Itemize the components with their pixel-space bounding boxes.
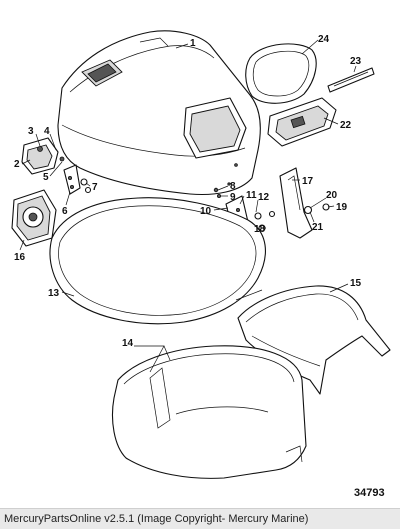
callout-labels: 1 2 3 4 5 6 7 8 9 10 11 12 13 14 15 16 1…	[14, 34, 362, 349]
callout-13: 13	[48, 288, 60, 299]
callout-6: 6	[62, 206, 68, 217]
callout-18: 18	[254, 224, 266, 235]
callout-14: 14	[122, 338, 134, 349]
callout-4: 4	[44, 126, 50, 137]
callout-16: 16	[14, 252, 26, 263]
callout-10: 10	[200, 206, 212, 217]
callout-20: 20	[326, 190, 338, 201]
callout-12: 12	[258, 192, 270, 203]
bottom-cowl	[111, 345, 307, 479]
rear-latch	[258, 167, 330, 239]
leader-lines	[19, 39, 357, 373]
callout-8: 8	[230, 181, 236, 192]
footer-bar: MercuryPartsOnline v2.5.1 (Image Copyrig…	[0, 508, 400, 529]
callout-15: 15	[350, 278, 362, 289]
figure-number: 34793	[354, 487, 385, 499]
footer-copyright: MercuryPartsOnline v2.5.1 (Image Copyrig…	[4, 513, 309, 525]
callout-11: 11	[246, 190, 257, 201]
callout-1: 1	[190, 38, 196, 49]
callout-5: 5	[43, 172, 49, 183]
callout-3: 3	[28, 126, 34, 137]
vent-assembly	[245, 43, 375, 147]
callout-19: 19	[336, 202, 348, 213]
callout-9: 9	[230, 192, 236, 203]
callout-23: 23	[350, 56, 362, 67]
latch-assembly	[21, 137, 92, 195]
callout-2: 2	[14, 159, 20, 170]
callout-17: 17	[302, 176, 314, 187]
top-cowl	[57, 30, 261, 195]
hook-latch	[11, 189, 57, 247]
callout-24: 24	[318, 34, 330, 45]
cowl-seal	[49, 197, 266, 325]
callout-22: 22	[340, 120, 352, 131]
callout-7: 7	[92, 182, 98, 193]
callout-21: 21	[312, 222, 324, 233]
